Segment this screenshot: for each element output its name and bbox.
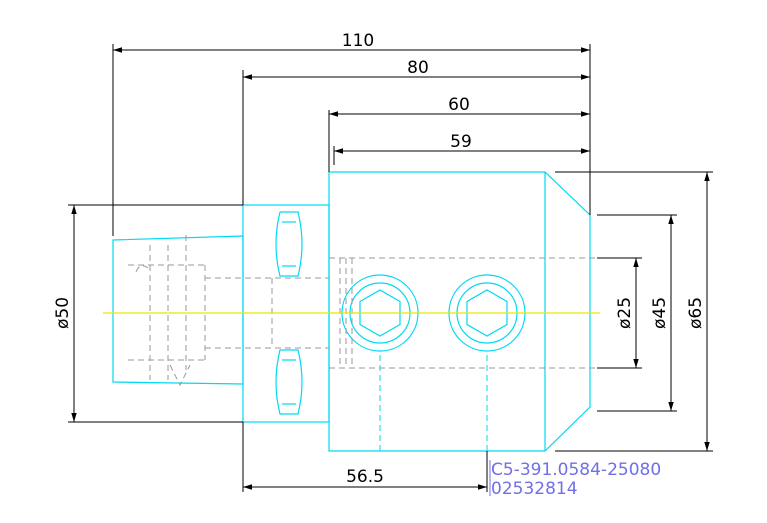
dim-80-label: 80 — [407, 58, 429, 78]
part-label: C5-391.0584-25080 02532814 — [489, 460, 661, 499]
drive-slot-upper — [275, 211, 303, 277]
dim-dia25-label: ø25 — [615, 297, 635, 329]
dim-dia50-label: ø50 — [53, 297, 73, 329]
dimensions: 110 80 60 59 56.5 ø50 ø25 ø45 ø65 — [53, 31, 713, 492]
dim-56-5-label: 56.5 — [346, 467, 384, 487]
hidden-lines — [128, 235, 597, 387]
dim-dia45-label: ø45 — [650, 297, 670, 329]
dim-dia65-label: ø65 — [686, 297, 706, 329]
drive-slot-lower — [275, 349, 303, 415]
part-outline — [112, 171, 591, 452]
dim-60-label: 60 — [448, 95, 470, 115]
dim-110-label: 110 — [342, 31, 374, 51]
main-body — [328, 171, 591, 452]
part-number: C5-391.0584-25080 — [491, 460, 661, 480]
taper-shank — [112, 235, 244, 385]
dim-59-label: 59 — [450, 132, 472, 152]
serial-number: 02532814 — [491, 479, 578, 499]
